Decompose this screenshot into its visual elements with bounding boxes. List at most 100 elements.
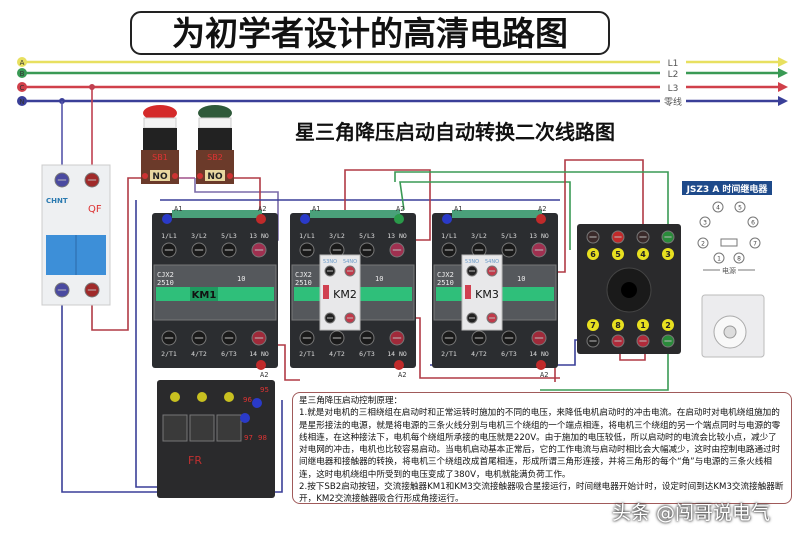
diagram-pin-number: 1 [717, 256, 721, 263]
pin-number-bg [662, 319, 674, 331]
terminal-label: 13 NO [249, 232, 269, 240]
arrow-icon [778, 96, 788, 106]
arrow-icon [778, 82, 788, 92]
aux-label: 10 [517, 275, 525, 283]
contactor-top-cover [172, 210, 262, 218]
terminal-label: 14 NO [529, 350, 549, 358]
terminal-label: 4/T2 [329, 350, 345, 358]
pin-number: 8 [615, 321, 621, 330]
fr-tag: FR [188, 454, 202, 467]
rating-label: 2510 [437, 279, 454, 287]
timer-title-bg [682, 181, 772, 195]
diagram-pin [734, 201, 746, 213]
terminal-label: 1/L1 [441, 232, 457, 240]
terminal-label: 2/T1 [441, 350, 457, 358]
aux-terminal-label: 54NO [485, 259, 499, 265]
fr-terminal-label: 95 [260, 386, 269, 394]
timer-knob [723, 325, 737, 339]
line-tag-dot [17, 82, 27, 92]
diagram-pin [712, 201, 724, 213]
line-tag-dot [17, 57, 27, 67]
terminal-label: 13 NO [529, 232, 549, 240]
contactor-name: KM1 [192, 290, 217, 301]
terminal-label: 6/T3 [501, 350, 517, 358]
terminal-label: 3/L2 [191, 232, 207, 240]
rating-label: 2510 [157, 279, 174, 287]
button-collar [143, 117, 177, 129]
fr-lever [216, 414, 242, 442]
diagram-pin-number: 6 [751, 220, 755, 227]
name-plate [190, 287, 218, 301]
fr-screw [224, 392, 234, 402]
diagram-pin [699, 216, 711, 228]
terminal-label: 14 NO [387, 350, 407, 358]
line-label: L3 [668, 84, 679, 94]
pin-number: 1 [640, 321, 646, 330]
terminal-label: 2/T1 [161, 350, 177, 358]
line-tag: C [20, 84, 25, 92]
label-bg [660, 82, 686, 92]
terminal [227, 173, 233, 179]
line-label: L2 [668, 70, 679, 80]
circuit-breaker-qf[interactable]: CHNT QF [41, 164, 111, 306]
coil-terminal-a1 [162, 214, 172, 224]
pin-number: 2 [665, 321, 671, 330]
fr-terminal [240, 413, 250, 423]
pin-number-bg [662, 248, 674, 260]
wire-timer-3 [394, 171, 669, 230]
arrow-icon [778, 57, 788, 67]
aux-terminal-label: 53NO [323, 259, 337, 265]
coil-terminal-a2 [536, 214, 546, 224]
aux-terminal-label: 54NO [343, 259, 357, 265]
line-tag-dot [17, 68, 27, 78]
diagram-pin-number: 8 [737, 256, 741, 263]
pin-number: 4 [640, 250, 646, 259]
pin-number: 6 [590, 250, 596, 259]
diagram-pin-number: 7 [753, 241, 757, 248]
wire-timer-2 [540, 345, 669, 391]
model-label: CJX2 [437, 271, 454, 279]
terminal [172, 173, 178, 179]
line-label: L1 [668, 59, 679, 69]
coil-a2-label: A2 [538, 205, 546, 213]
notes-paragraph-2: 2.按下SB2启动按钮，交流接触器KM1和KM3交流接触器吸合星接运行，时间继电… [299, 482, 784, 505]
pin-number-bg [612, 248, 624, 260]
wire-km2-13 [344, 169, 431, 270]
arrow-icon [778, 68, 788, 78]
button-label: SB2 [207, 153, 223, 162]
aux-label: 10 [237, 275, 245, 283]
pin-number-bg [637, 319, 649, 331]
terminal-label: 5/L3 [501, 232, 517, 240]
aux-terminal-label: 53NO [465, 259, 479, 265]
diagram-pin [749, 237, 761, 249]
breaker-tag: QF [88, 204, 102, 215]
terminal-label: 3/L2 [471, 232, 487, 240]
terminal-label: 4/T2 [471, 350, 487, 358]
fr-lever [189, 414, 215, 442]
line-tag-dot [17, 96, 27, 106]
coil-a1-label: A1 [174, 205, 182, 213]
timer-title: JSZ3 A 时间继电器 [686, 183, 769, 195]
coil-terminal-a1 [300, 214, 310, 224]
label-bg [660, 96, 686, 106]
terminal-label: 4/T2 [191, 350, 207, 358]
fr-terminal-label: 96 [243, 396, 252, 404]
diagram-subtitle: 星三角降压启动自动转换二次线路图 [295, 120, 615, 144]
terminal-label: 1/L1 [299, 232, 315, 240]
terminal-label: 5/L3 [359, 232, 375, 240]
socket-key [621, 282, 637, 298]
pin-number-bg [587, 248, 599, 260]
breaker-brand: CHNT [46, 197, 68, 205]
model-label: CJX2 [157, 271, 174, 279]
terminal-label: 6/T3 [221, 350, 237, 358]
button-cap [198, 105, 232, 121]
coil-terminal-a2 [256, 214, 266, 224]
